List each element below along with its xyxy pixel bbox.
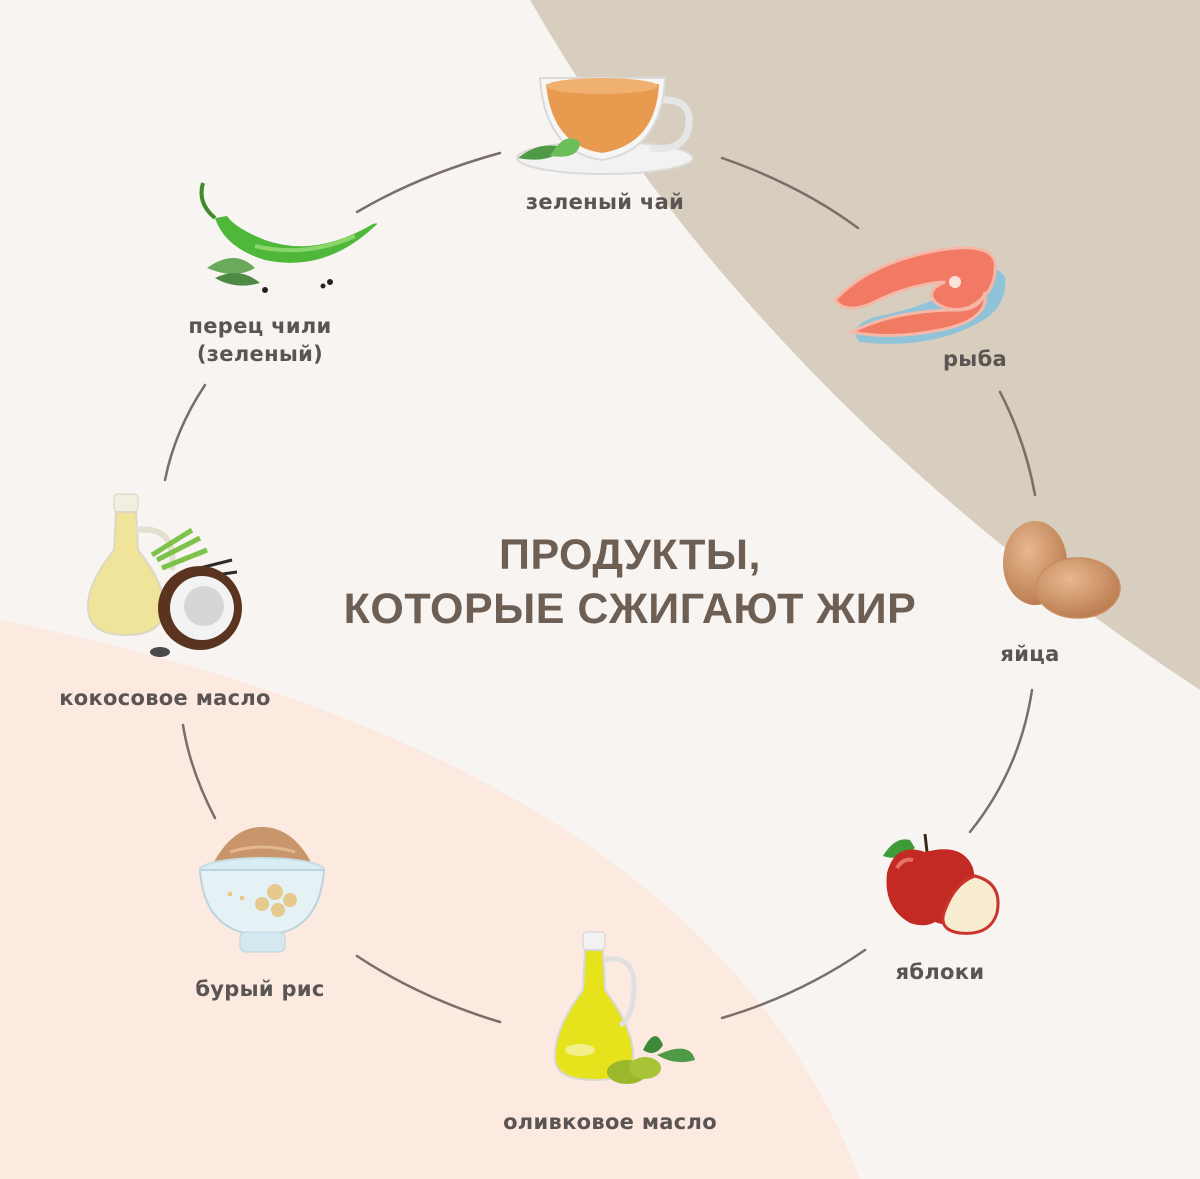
label-brown-rice: бурый рис — [195, 977, 325, 1001]
top-right-region — [530, 0, 1200, 690]
olive-oil-jug-icon — [553, 931, 695, 1084]
apple-icon — [883, 833, 1000, 935]
label-green-tea: зеленый чай — [525, 190, 685, 214]
label-chili-line-2: (зеленый) — [196, 342, 324, 366]
rice-bowl-icon — [198, 827, 326, 953]
coconut-oil-icon — [86, 493, 242, 657]
label-olive-oil: оливковое масло — [503, 1110, 717, 1134]
label-fish: рыба — [942, 347, 1008, 371]
green-chili-icon — [199, 182, 378, 293]
label-chili-line-1: перец чили — [188, 314, 332, 338]
salmon-steak-icon — [833, 246, 1006, 344]
label-chili: перец чили (зеленый) — [160, 312, 360, 368]
title-line-1: ПРОДУКТЫ, — [499, 531, 761, 579]
label-coconut-oil: кокосовое масло — [59, 686, 271, 710]
eggs-icon — [1003, 521, 1121, 619]
title-line-2: КОТОРЫЕ СЖИГАЮТ ЖИР — [343, 585, 917, 633]
label-apples: яблоки — [895, 960, 985, 984]
label-eggs: яйца — [1000, 642, 1060, 666]
tea-cup-icon — [516, 77, 694, 175]
page-title: ПРОДУКТЫ, КОТОРЫЕ СЖИГАЮТ ЖИР — [300, 528, 960, 636]
